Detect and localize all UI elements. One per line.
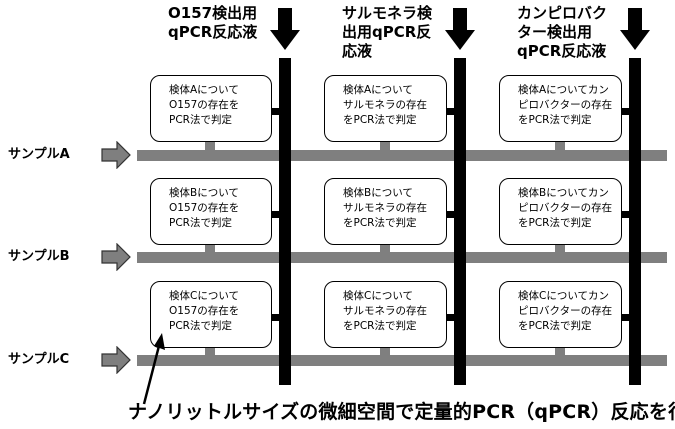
reagent-connector <box>272 314 280 321</box>
sample-connector <box>380 141 390 151</box>
reagent-connector <box>272 108 280 115</box>
sample-channel-b <box>137 252 667 263</box>
reaction-chamber-a-campylobacter: 検体Aについてカン ピロバクターの存在 をPCR法で判定 <box>499 75 622 142</box>
reaction-chamber-c-campylobacter: 検体Cについてカン ピロバクターの存在 をPCR法で判定 <box>499 281 622 348</box>
column-title-salmonella: サルモネラ検 出用qPCR反 応液 <box>342 4 433 60</box>
reagent-connector <box>621 314 630 321</box>
column-title-o157: O157検出用 qPCR反応液 <box>168 4 258 41</box>
sample-label-c: サンプルC <box>8 352 70 367</box>
sample-connector <box>555 244 565 253</box>
reaction-chamber-a-salmonella: 検体Aについて サルモネラの存在 をPCR法で判定 <box>324 75 447 142</box>
reaction-chamber-b-salmonella: 検体Bについて サルモネラの存在 をPCR法で判定 <box>324 178 447 245</box>
sample-connector <box>205 347 215 356</box>
reagent-channel-campylobacter <box>629 58 641 385</box>
reagent-channel-o157 <box>279 58 291 385</box>
reagent-channel-salmonella <box>454 58 466 385</box>
sample-connector <box>380 244 390 253</box>
reagent-connector <box>446 108 455 115</box>
reagent-connector <box>621 108 630 115</box>
sample-connector <box>380 347 390 356</box>
column-title-campylobacter: カンピロバク ター検出用 qPCR反応液 <box>517 4 608 60</box>
sample-label-b: サンプルB <box>8 249 70 264</box>
pointer-arrow-icon <box>142 333 165 405</box>
reagent-connector <box>446 314 455 321</box>
sample-connector <box>555 347 565 356</box>
reaction-chamber-b-campylobacter: 検体Bについてカン ピロバクターの存在 をPCR法で判定 <box>499 178 622 245</box>
reaction-chamber-c-o157: 検体Cについて O157の存在を PCR法で判定 <box>150 281 272 348</box>
right-arrow-icon <box>101 346 131 374</box>
down-arrow-icon <box>620 8 650 50</box>
down-arrow-icon <box>445 8 475 50</box>
down-arrow-icon <box>270 8 300 50</box>
reaction-chamber-b-o157: 検体Bについて O157の存在を PCR法で判定 <box>150 178 272 245</box>
sample-channel-a <box>137 150 667 161</box>
sample-connector <box>555 141 565 151</box>
reagent-connector <box>272 211 280 218</box>
sample-label-a: サンプルA <box>8 147 70 162</box>
reagent-connector <box>621 211 630 218</box>
sample-connector <box>205 141 215 151</box>
diagram-caption: ナノリットルサイズの微細空間で定量的PCR（qPCR）反応を行う <box>128 401 675 423</box>
reagent-connector <box>446 211 455 218</box>
sample-channel-c <box>137 355 667 366</box>
reaction-chamber-c-salmonella: 検体Cについて サルモネラの存在 をPCR法で判定 <box>324 281 447 348</box>
right-arrow-icon <box>101 141 131 169</box>
sample-connector <box>205 244 215 253</box>
reaction-chamber-a-o157: 検体Aについて O157の存在を PCR法で判定 <box>150 75 272 142</box>
right-arrow-icon <box>101 243 131 271</box>
